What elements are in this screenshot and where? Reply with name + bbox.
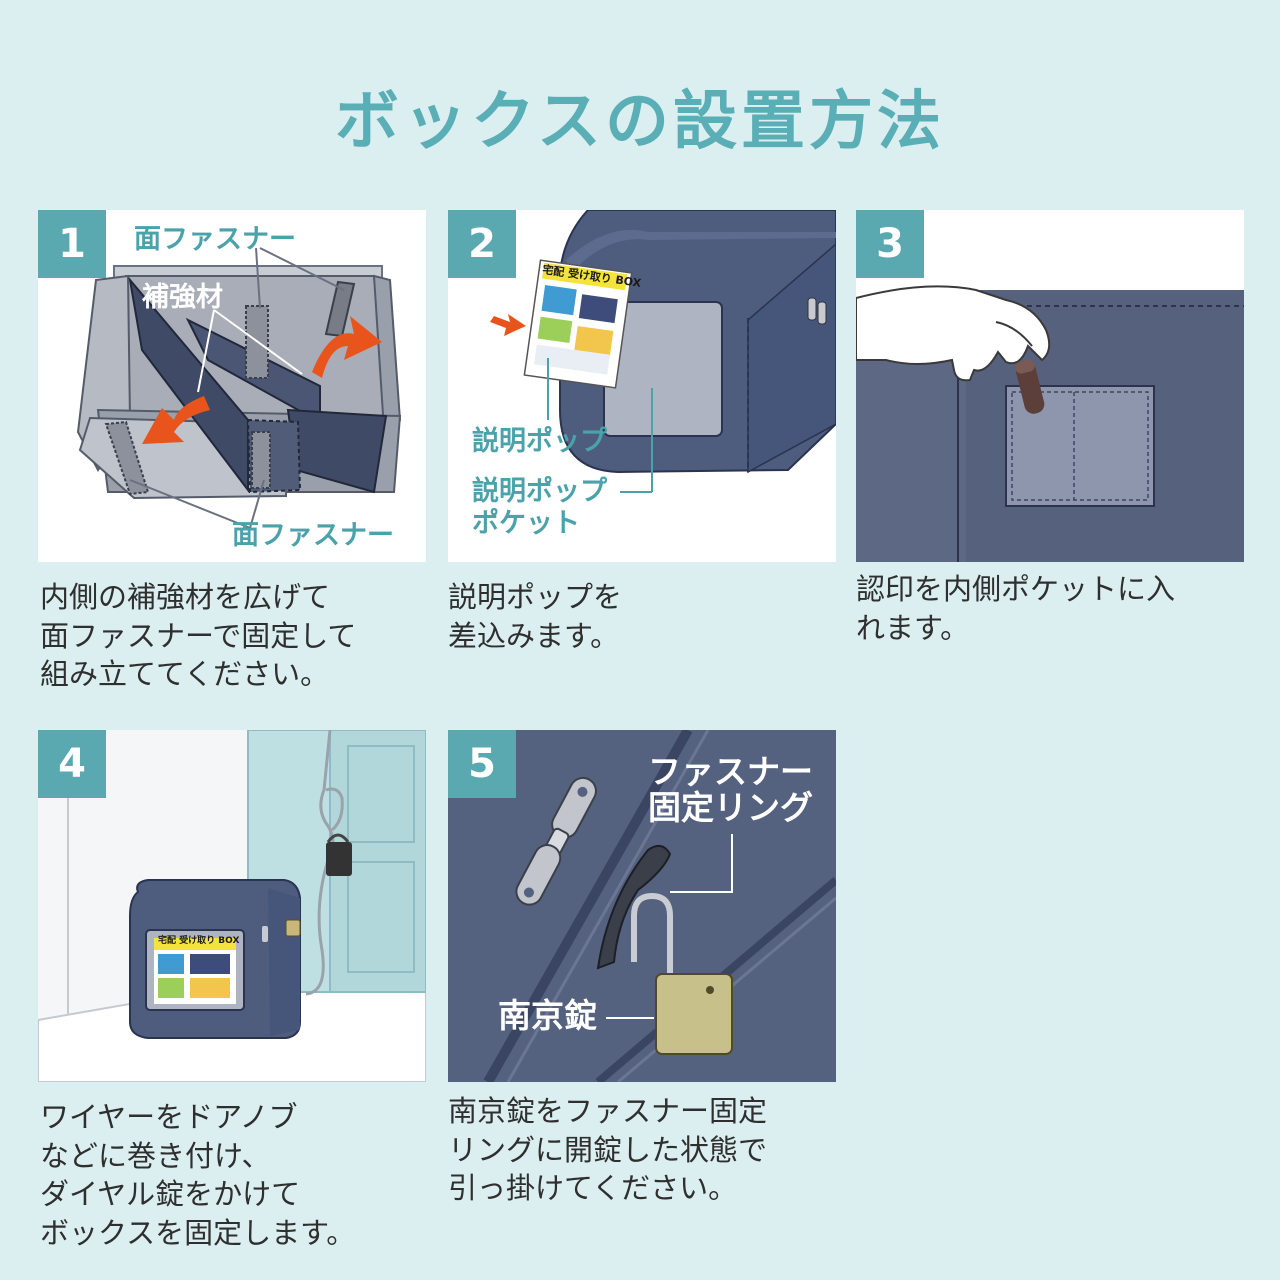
bottom-fastener-label: 面ファスナー	[232, 520, 394, 551]
step-1-illustration: 1 面ファスナー 補強材 面ファスナー	[38, 210, 426, 562]
step-number: 3	[856, 210, 924, 278]
step-2-description: 説明ポップを 差込みます。	[448, 580, 623, 653]
open-box-illustration	[76, 247, 402, 529]
pocket-label-line2: ポケット	[472, 508, 580, 539]
pop-insert-illustration	[490, 210, 836, 493]
step-3-illustration: 3	[856, 210, 1244, 562]
pop-card-title: 宅配 受け取り BOX	[158, 936, 240, 946]
step-3-description: 認印を内側ポケットに入 れます。	[856, 572, 1176, 645]
padlock-label: 南京錠	[498, 996, 597, 1035]
stamp-pocket-illustration	[856, 285, 1244, 562]
step-2-illustration: 2 宅配 受け取り BOX 説明ポップ 説明ポップ ポケット	[448, 210, 836, 562]
step-number: 2	[448, 210, 516, 278]
top-fastener-label: 面ファスナー	[134, 224, 296, 255]
step-5-description: 南京錠をファスナー固定 リングに開錠した状態で 引っ掛けてください。	[448, 1094, 768, 1206]
page-title: ボックスの設置方法	[334, 85, 946, 159]
step-4-illustration: 4 宅配 受け取り BOX	[38, 730, 426, 1082]
step-5-illustration: 5 ファスナー 固定リング 南京錠	[448, 730, 836, 1082]
step-number: 1	[38, 210, 106, 278]
pop-label: 説明ポップ	[472, 426, 607, 457]
step-number: 5	[448, 730, 516, 798]
step-1-description: 内側の補強材を広げて 面ファスナーで固定して 組み立ててください。	[40, 580, 357, 692]
pocket-label-line1: 説明ポップ	[472, 476, 607, 507]
step-4-description: ワイヤーをドアノブ などに巻き付け、 ダイヤル錠をかけて ボックスを固定します。	[40, 1100, 356, 1250]
reinforcement-label: 補強材	[142, 282, 223, 313]
fastener-ring-label-line2: 固定リング	[648, 788, 813, 827]
door-wire-illustration	[38, 730, 426, 1082]
step-number: 4	[38, 730, 106, 798]
fastener-ring-label-line1: ファスナー	[648, 752, 813, 791]
